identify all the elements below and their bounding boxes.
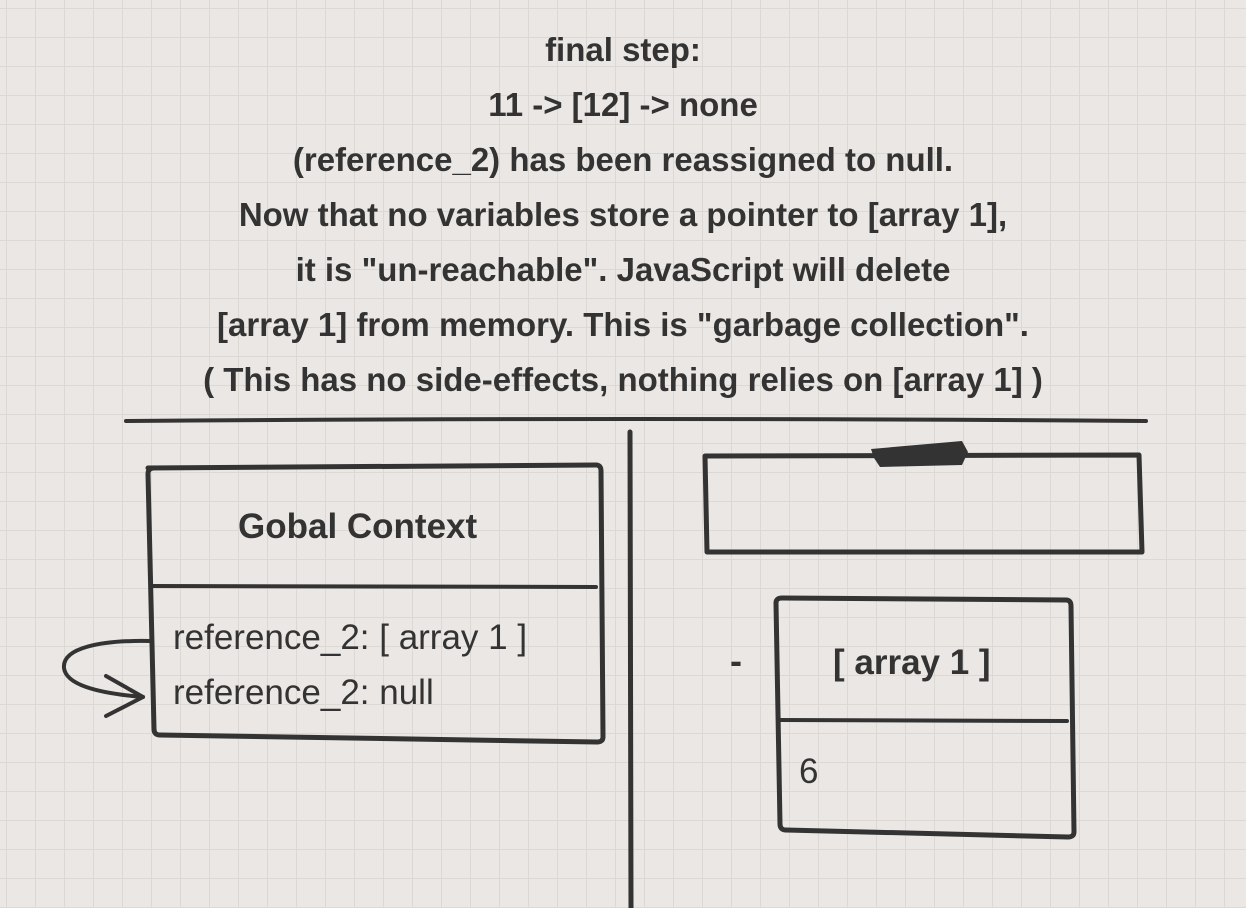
array-box — [773, 595, 1077, 840]
array-box-value: 6 — [799, 752, 819, 791]
reassign-arrowhead — [104, 674, 145, 718]
caption-line: [array 1] from memory. This is "garbage … — [217, 306, 1029, 343]
caption-line: ( This has no side-effects, nothing reli… — [203, 361, 1043, 398]
caption-line: 11 -> [12] -> none — [488, 86, 758, 123]
global-context-title: Gobal Context — [238, 507, 478, 546]
tape-mark — [871, 441, 968, 467]
caption-underline — [124, 417, 1148, 423]
caption-line: (reference_2) has been reassigned to nul… — [292, 141, 954, 178]
caption-line: final step: — [545, 31, 701, 68]
array-box-title: [ array 1 ] — [833, 643, 991, 682]
global-context-box — [145, 462, 606, 745]
array-box-divider — [778, 718, 1069, 723]
global-context-divider — [150, 584, 598, 589]
caption: final step: 11 -> [12] -> none (referenc… — [0, 22, 1246, 407]
heap-box — [702, 452, 1145, 555]
caption-line: it is "un-reachable". JavaScript will de… — [295, 251, 951, 288]
heap-marker: - — [730, 640, 742, 681]
caption-line: Now that no variables store a pointer to… — [238, 196, 1008, 233]
global-context-entry: reference_2: null — [173, 673, 434, 712]
global-context-entry: reference_2: [ array 1 ] — [173, 618, 528, 657]
column-divider — [627, 429, 634, 908]
reassign-arrow — [62, 638, 152, 699]
